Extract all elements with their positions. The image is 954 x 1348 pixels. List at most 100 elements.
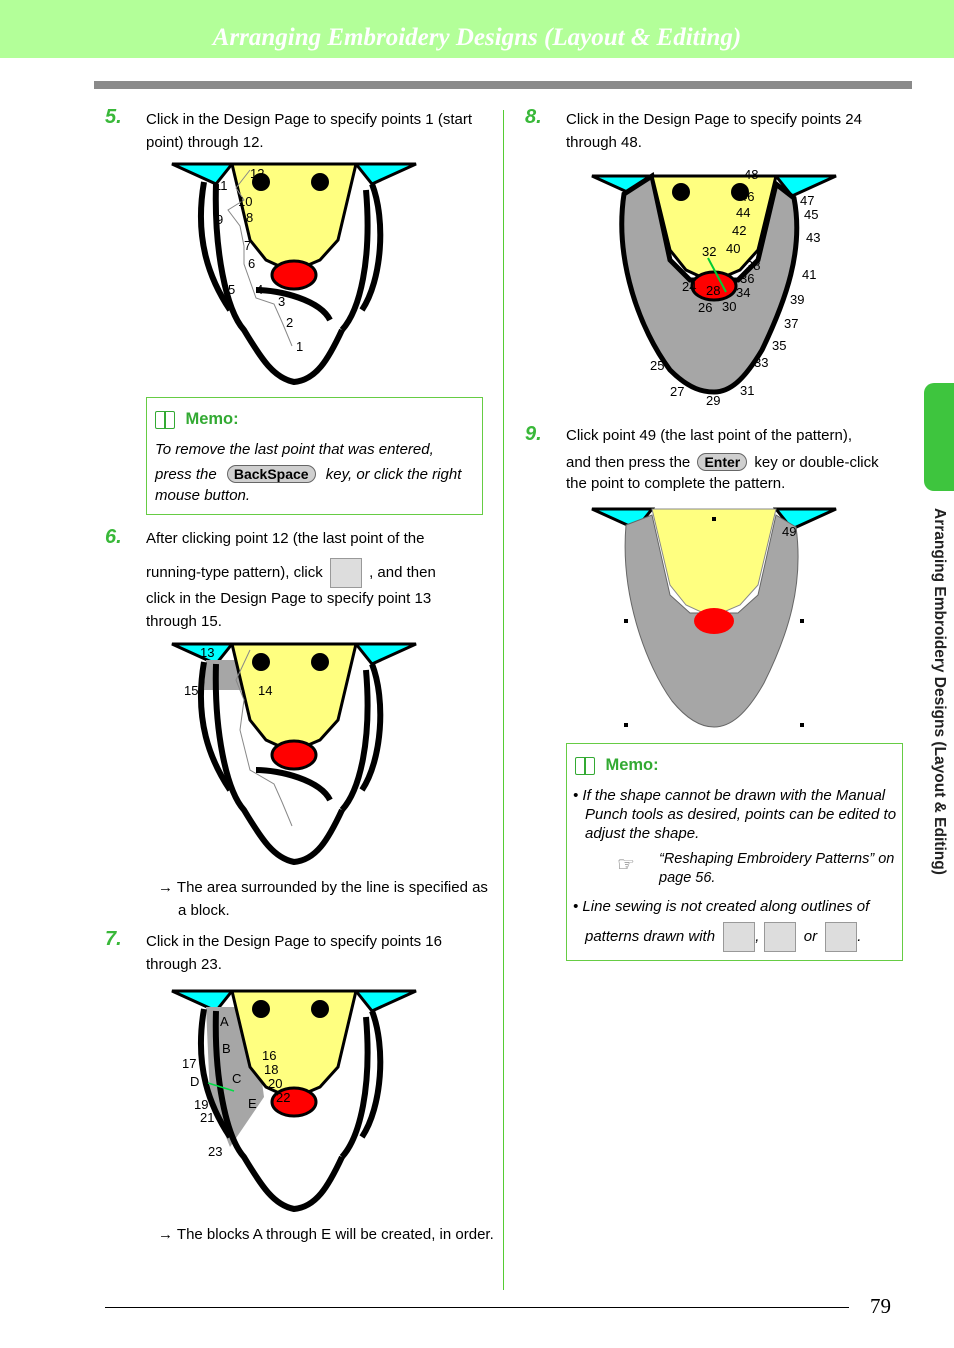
fig8-label: 40 <box>726 241 740 256</box>
step-9-line-3: the point to complete the pattern. <box>566 475 786 492</box>
step-7-result-text: The blocks A through E will be created, … <box>176 1226 494 1243</box>
memo-2-title: Memo: <box>605 756 659 774</box>
fig7-label: 21 <box>200 1110 214 1125</box>
memo-1-title: Memo: <box>185 410 239 428</box>
memo-2-end: . <box>857 927 862 945</box>
page-number: 79 <box>870 1294 891 1318</box>
fig7-label: 22 <box>276 1090 290 1105</box>
fig5-label: 7 <box>244 238 251 253</box>
fig7-label: 16 <box>262 1048 276 1063</box>
fig8-label: 45 <box>804 207 818 222</box>
fig8-label: 47 <box>800 193 814 208</box>
fig8-label: 33 <box>754 355 768 370</box>
fig5-label: 2 <box>286 315 293 330</box>
fig8-label: 36 <box>740 271 754 286</box>
memo-1-heading: Memo: <box>155 410 239 429</box>
step-8-number: 8. <box>525 106 542 128</box>
memo-1-line-2: press the BackSpace key, or click the ri… <box>155 465 461 485</box>
fig7-label: D <box>190 1074 199 1089</box>
figure-step-7: A B C D E 16 17 18 19 20 21 22 23 <box>171 989 417 1213</box>
step-7-number: 7. <box>105 928 122 950</box>
memo-2-bullet-2a: • Line sewing is not created along outli… <box>573 898 870 915</box>
step-9-post: key or double-click <box>754 454 879 471</box>
fig5-label: 12 <box>250 166 264 181</box>
step-5-text: Click in the Design Page to specify poin… <box>146 111 472 151</box>
memo-1-pre: press the <box>155 466 217 483</box>
enter-key: Enter <box>697 453 748 471</box>
memo-box-2: Memo: • If the shape cannot be drawn wit… <box>566 743 903 961</box>
fig7-label: C <box>232 1071 241 1086</box>
memo-box-1: Memo: To remove the last point that was … <box>146 397 483 515</box>
fig8-label: 32 <box>702 244 716 259</box>
fig5-label: 3 <box>278 294 285 309</box>
header-rule <box>94 81 912 89</box>
step-9-line-1: Click point 49 (the last point of the pa… <box>566 427 852 444</box>
fig8-label: 43 <box>806 230 820 245</box>
side-tab-label: Arranging Embroidery Designs (Layout & E… <box>931 508 948 875</box>
memo-2-bullet-1-text: If the shape cannot be drawn with the Ma… <box>582 787 897 842</box>
fig5-label-group: 12 11 10 9 8 7 6 5 4 3 2 1 <box>214 166 303 354</box>
fig7-label: 18 <box>264 1062 278 1077</box>
figure-step-9: 49 <box>591 507 837 728</box>
step-7-result: → The blocks A through E will be created… <box>158 1226 494 1243</box>
figure-step-8: 48 46 47 44 45 42 43 40 32 38 36 41 24 2… <box>591 170 837 408</box>
figure-step-6: 13 15 14 <box>171 642 417 866</box>
fig5-label: 6 <box>248 256 255 271</box>
fig5-label: 1 <box>296 339 303 354</box>
step-9-line-2: and then press the Enter key or double-c… <box>566 451 911 474</box>
fig8-label: 25 <box>650 358 664 373</box>
step-9-number: 9. <box>525 423 542 445</box>
fig8-label: 46 <box>740 189 754 204</box>
step-8-text: Click in the Design Page to specify poin… <box>566 111 862 151</box>
fig7-label: 17 <box>182 1056 196 1071</box>
fig7-label: 20 <box>268 1076 282 1091</box>
step-7-text: Click in the Design Page to specify poin… <box>146 933 442 973</box>
step-6-line-1: After clicking point 12 (the last point … <box>146 530 425 547</box>
manual-punch-tool-3-icon <box>825 922 858 952</box>
memo-1-line-1: To remove the last point that was entere… <box>155 441 434 458</box>
fig5-label: 4 <box>256 282 263 297</box>
fig7-label: A <box>220 1014 229 1029</box>
fig6-label: 15 <box>184 683 198 698</box>
fig8-label: 48 <box>744 170 758 182</box>
fig5-label: 5 <box>228 282 235 297</box>
manual-punch-tool-2-icon <box>763 922 796 952</box>
footer-rule <box>105 1307 849 1308</box>
fig8-label: 30 <box>722 299 736 314</box>
fig6-label: 13 <box>200 645 214 660</box>
manual-punch-tool-icon[interactable] <box>329 558 362 588</box>
memo-2-bullet-2a-text: Line sewing is not created along outline… <box>582 898 870 915</box>
book-icon <box>575 756 595 775</box>
fig8-label: 26 <box>698 300 712 315</box>
fig8-label: 34 <box>736 285 750 300</box>
memo-2-heading: Memo: <box>575 756 659 775</box>
memo-1-post: key, or click the right <box>325 466 462 483</box>
figure-step-5: 12 11 10 9 8 7 6 5 4 3 2 1 <box>171 162 417 386</box>
fig6-label: 14 <box>258 683 272 698</box>
fig8-label: 41 <box>802 267 816 282</box>
fig7-label: 23 <box>208 1144 222 1159</box>
fig7-label: 19 <box>194 1097 208 1112</box>
fig5-label: 9 <box>216 212 223 227</box>
memo-1-line-3: mouse button. <box>155 487 251 504</box>
fig8-label: 39 <box>790 292 804 307</box>
fig5-label: 10 <box>238 194 252 209</box>
step-6-line-3: click in the Design Page to specify poin… <box>146 590 432 630</box>
memo-2-reference[interactable]: “Reshaping Embroidery Patterns” on page … <box>659 851 895 886</box>
backspace-key: BackSpace <box>226 465 316 483</box>
fig8-label: 44 <box>736 205 750 220</box>
fig8-label: 24 <box>682 279 696 294</box>
page-header <box>0 0 954 58</box>
step-9-pre: and then press the <box>566 454 691 471</box>
reference-hand-icon: ☞ <box>617 854 635 876</box>
fig8-label: 28 <box>706 283 720 298</box>
book-icon <box>155 410 175 429</box>
fig8-label: 37 <box>784 316 798 331</box>
step-6-number: 6. <box>105 526 122 548</box>
fig8-label: 38 <box>746 258 760 273</box>
fig8-label: 27 <box>670 384 684 399</box>
fig5-label: 11 <box>214 178 228 193</box>
step-6-result-text: The area surrounded by the line is speci… <box>176 879 488 919</box>
fig8-label: 29 <box>706 393 720 408</box>
memo-2-sep-2: or <box>803 927 818 945</box>
